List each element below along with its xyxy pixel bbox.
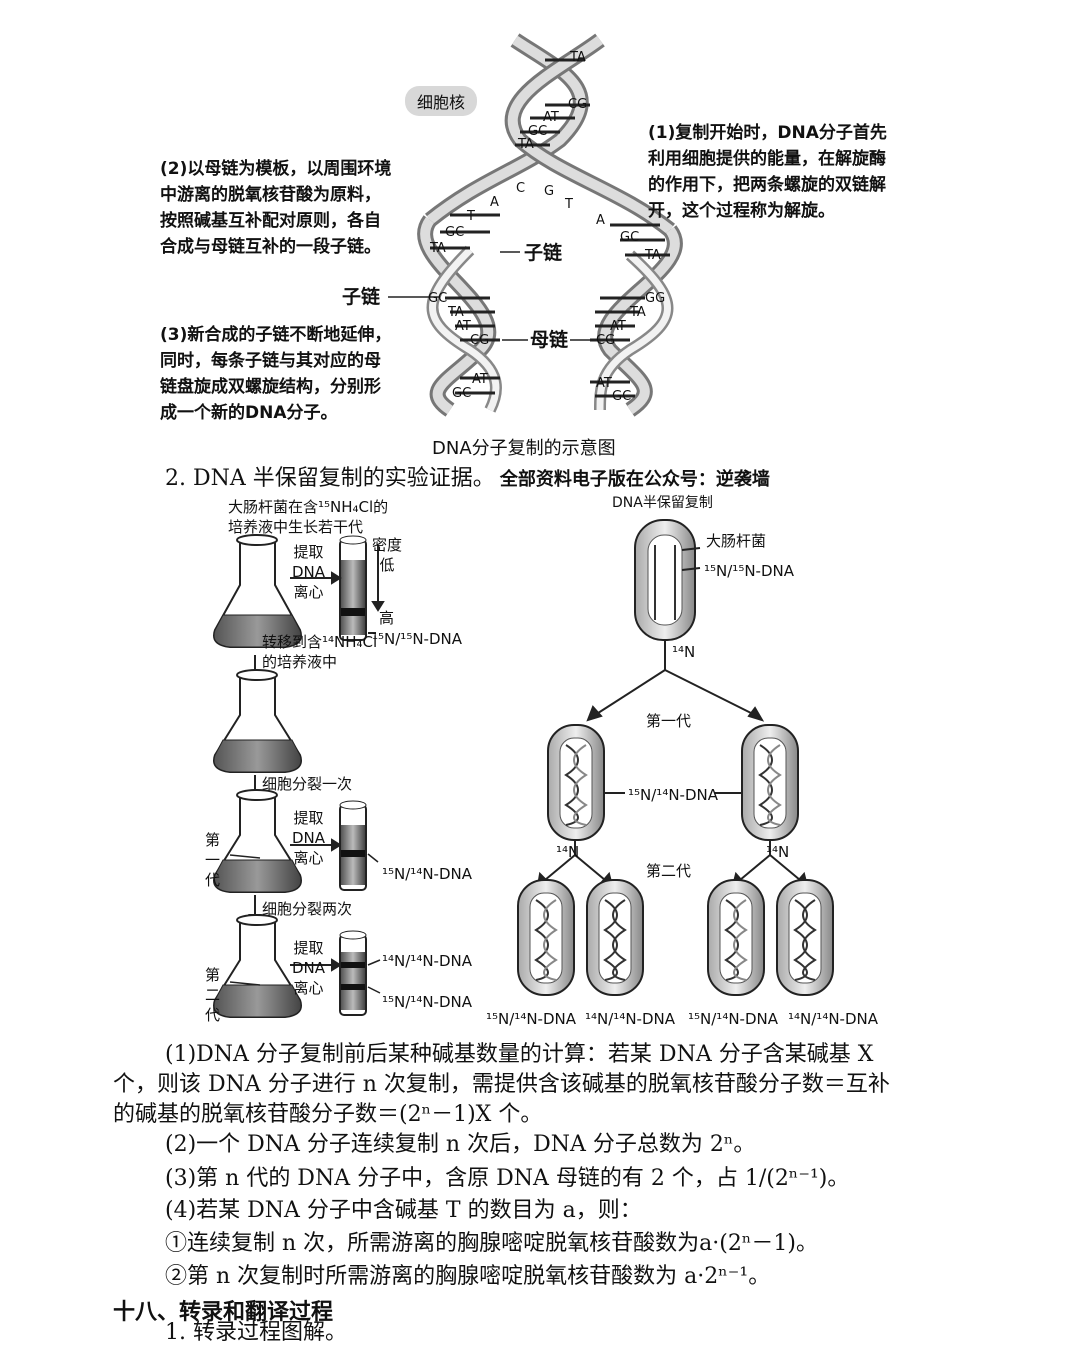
subheading-1: 1. 转录过程图解。 xyxy=(165,1318,347,1348)
semi-gen2-label: 第二代 xyxy=(646,860,691,881)
bp-low-right-2: TA xyxy=(630,305,646,320)
nucleus-label: 细胞核 xyxy=(405,86,477,116)
para-3: (3)第 n 代的 DNA 分子中，含原 DNA 母链的有 2 个，占 1/(2… xyxy=(165,1164,849,1194)
bp-low-left-6: GC xyxy=(452,386,471,401)
semi-ecoli-label: 大肠杆菌 xyxy=(706,530,766,551)
bp-mid-left-1: C xyxy=(516,181,525,196)
bp-low-left-3: AT xyxy=(455,319,471,334)
bp-mid-left-4: GC xyxy=(445,225,464,240)
experiment-top-label: 大肠杆菌在含¹⁵NH₄Cl的 培养液中生长若干代 xyxy=(228,497,388,537)
para-6: ②第 n 次复制时所需游离的胸腺嘧啶脱氧核苷酸数为 a·2ⁿ⁻¹。 xyxy=(165,1262,770,1292)
bp-mid-right-3: A xyxy=(596,213,605,228)
semi-n14-right: ¹⁴N xyxy=(766,843,789,861)
gen2-cell-3 xyxy=(708,880,764,995)
parent-cell xyxy=(635,520,695,640)
bp-mid-right-2: T xyxy=(565,197,573,212)
semi-n14-top: ¹⁴N xyxy=(672,643,695,661)
dna-14-14-label-left: ¹⁴N/¹⁴N-DNA xyxy=(382,952,472,970)
para-1: (1)DNA 分子复制前后某种碱基数量的计算：若某 DNA 分子含某碱基 X 个… xyxy=(113,1040,1073,1130)
semi-bottom-label-1: ¹⁵N/¹⁴N-DNA xyxy=(486,1010,576,1028)
tube-1 xyxy=(340,536,366,640)
dna-15-14-label-left-2: ¹⁵N/¹⁴N-DNA xyxy=(382,993,472,1011)
para-2: (2)一个 DNA 分子连续复制 n 次后，DNA 分子总数为 2ⁿ。 xyxy=(165,1130,755,1160)
flask-2 xyxy=(214,670,301,772)
gen1-cell-1 xyxy=(548,725,604,840)
child-chain-left-label: 子链 xyxy=(342,284,380,310)
divide-twice-label: 细胞分裂两次 xyxy=(262,898,352,919)
figure1-caption: DNA分子复制的示意图 xyxy=(432,434,616,460)
extract-label-2: 提取 DNA 离心 xyxy=(292,808,325,868)
para-5: ①连续复制 n 次，所需游离的胸腺嘧啶脱氧核苷酸数为a·(2ⁿ－1)。 xyxy=(165,1229,818,1259)
bp-mid-left-3: T xyxy=(467,209,475,224)
semi-dna-15-15: ¹⁵N/¹⁵N-DNA xyxy=(704,562,794,580)
tube-3 xyxy=(340,931,366,1015)
bp-low-right-3: AT xyxy=(610,319,626,334)
child-chain-center-label: 子链 xyxy=(524,240,562,266)
watermark-text: 全部资料电子版在公众号：逆袭墙 xyxy=(500,469,770,490)
semiconservative-drawing xyxy=(500,510,920,1030)
bp-mid-right-5: TA xyxy=(645,248,661,263)
gen2-vertical-label: 第 二 代 xyxy=(205,965,220,1025)
semi-bottom-label-4: ¹⁴N/¹⁴N-DNA xyxy=(788,1010,878,1028)
bp-top-3: AT xyxy=(543,110,559,125)
note-template: (2)以母链为模板，以周围环境 中游离的脱氧核苷酸为原料， 按照碱基互补配对原则… xyxy=(160,156,391,260)
para-4: (4)若某 DNA 分子中含碱基 T 的数目为 a，则： xyxy=(165,1196,642,1226)
extract-label-3: 提取 DNA 离心 xyxy=(292,938,325,998)
bp-low-left-5: AT xyxy=(472,372,488,387)
bp-low-right-6: GC xyxy=(612,389,631,404)
bp-top-5: TA xyxy=(518,137,534,152)
semi-dna-15-14: ¹⁵N/¹⁴N-DNA xyxy=(628,786,718,804)
flask-3 xyxy=(214,790,301,892)
semi-bottom-label-3: ¹⁵N/¹⁴N-DNA xyxy=(688,1010,778,1028)
density-high-label: 高 xyxy=(379,607,394,628)
gen2-cell-4 xyxy=(777,880,833,995)
extract-label-1: 提取 DNA 离心 xyxy=(292,542,325,602)
bp-low-right-4: CG xyxy=(596,333,615,348)
dna-15-15-label-left: ¹⁵N/¹⁵N-DNA xyxy=(372,630,462,648)
bp-top-2: CG xyxy=(568,97,587,112)
tube-2 xyxy=(340,801,366,890)
note-elongation: (3)新合成的子链不断地延伸， 同时，每条子链与其对应的母 链盘旋成双螺旋结构，… xyxy=(160,322,391,426)
semi-title: DNA半保留复制 xyxy=(612,492,713,512)
bp-top-1: TA xyxy=(570,50,586,65)
section2-heading: 2. DNA 半保留复制的实验证据。 全部资料电子版在公众号：逆袭墙 xyxy=(165,460,770,492)
flask-4 xyxy=(214,915,301,1017)
bp-low-right-5: AT xyxy=(596,376,612,391)
semi-gen1-label: 第一代 xyxy=(646,710,691,731)
section2-title: 2. DNA 半保留复制的实验证据。 xyxy=(165,466,495,491)
bp-mid-right-1: G xyxy=(544,184,554,199)
dna-15-14-label-left: ¹⁵N/¹⁴N-DNA xyxy=(382,865,472,883)
gen2-cell-2 xyxy=(587,880,643,995)
semi-n14-left: ¹⁴N xyxy=(556,843,579,861)
gen2-cell-1 xyxy=(518,880,574,995)
bp-low-left-2: TA xyxy=(448,305,464,320)
bp-mid-left-5: TA xyxy=(430,241,446,256)
bp-low-left-4: CG xyxy=(470,333,489,348)
note-unwinding: (1)复制开始时，DNA分子首先 利用细胞提供的能量，在解旋酶 的作用下，把两条… xyxy=(648,120,887,224)
transfer-label: 转移到含¹⁴NH₄Cl 的培养液中 xyxy=(262,632,377,672)
gen1-vertical-label: 第 一 代 xyxy=(205,830,220,890)
bp-mid-left-2: A xyxy=(490,195,499,210)
divide-once-label: 细胞分裂一次 xyxy=(262,773,352,794)
density-label: 密度 低 xyxy=(372,535,402,575)
semi-bottom-label-2: ¹⁴N/¹⁴N-DNA xyxy=(585,1010,675,1028)
flask-1 xyxy=(214,535,301,647)
bp-low-right-1: GG xyxy=(645,291,665,306)
gen1-cell-2 xyxy=(742,725,798,840)
bp-mid-right-4: GC xyxy=(620,230,639,245)
mother-chain-label: 母链 xyxy=(530,327,568,353)
bp-low-left-1: GC xyxy=(428,291,447,306)
